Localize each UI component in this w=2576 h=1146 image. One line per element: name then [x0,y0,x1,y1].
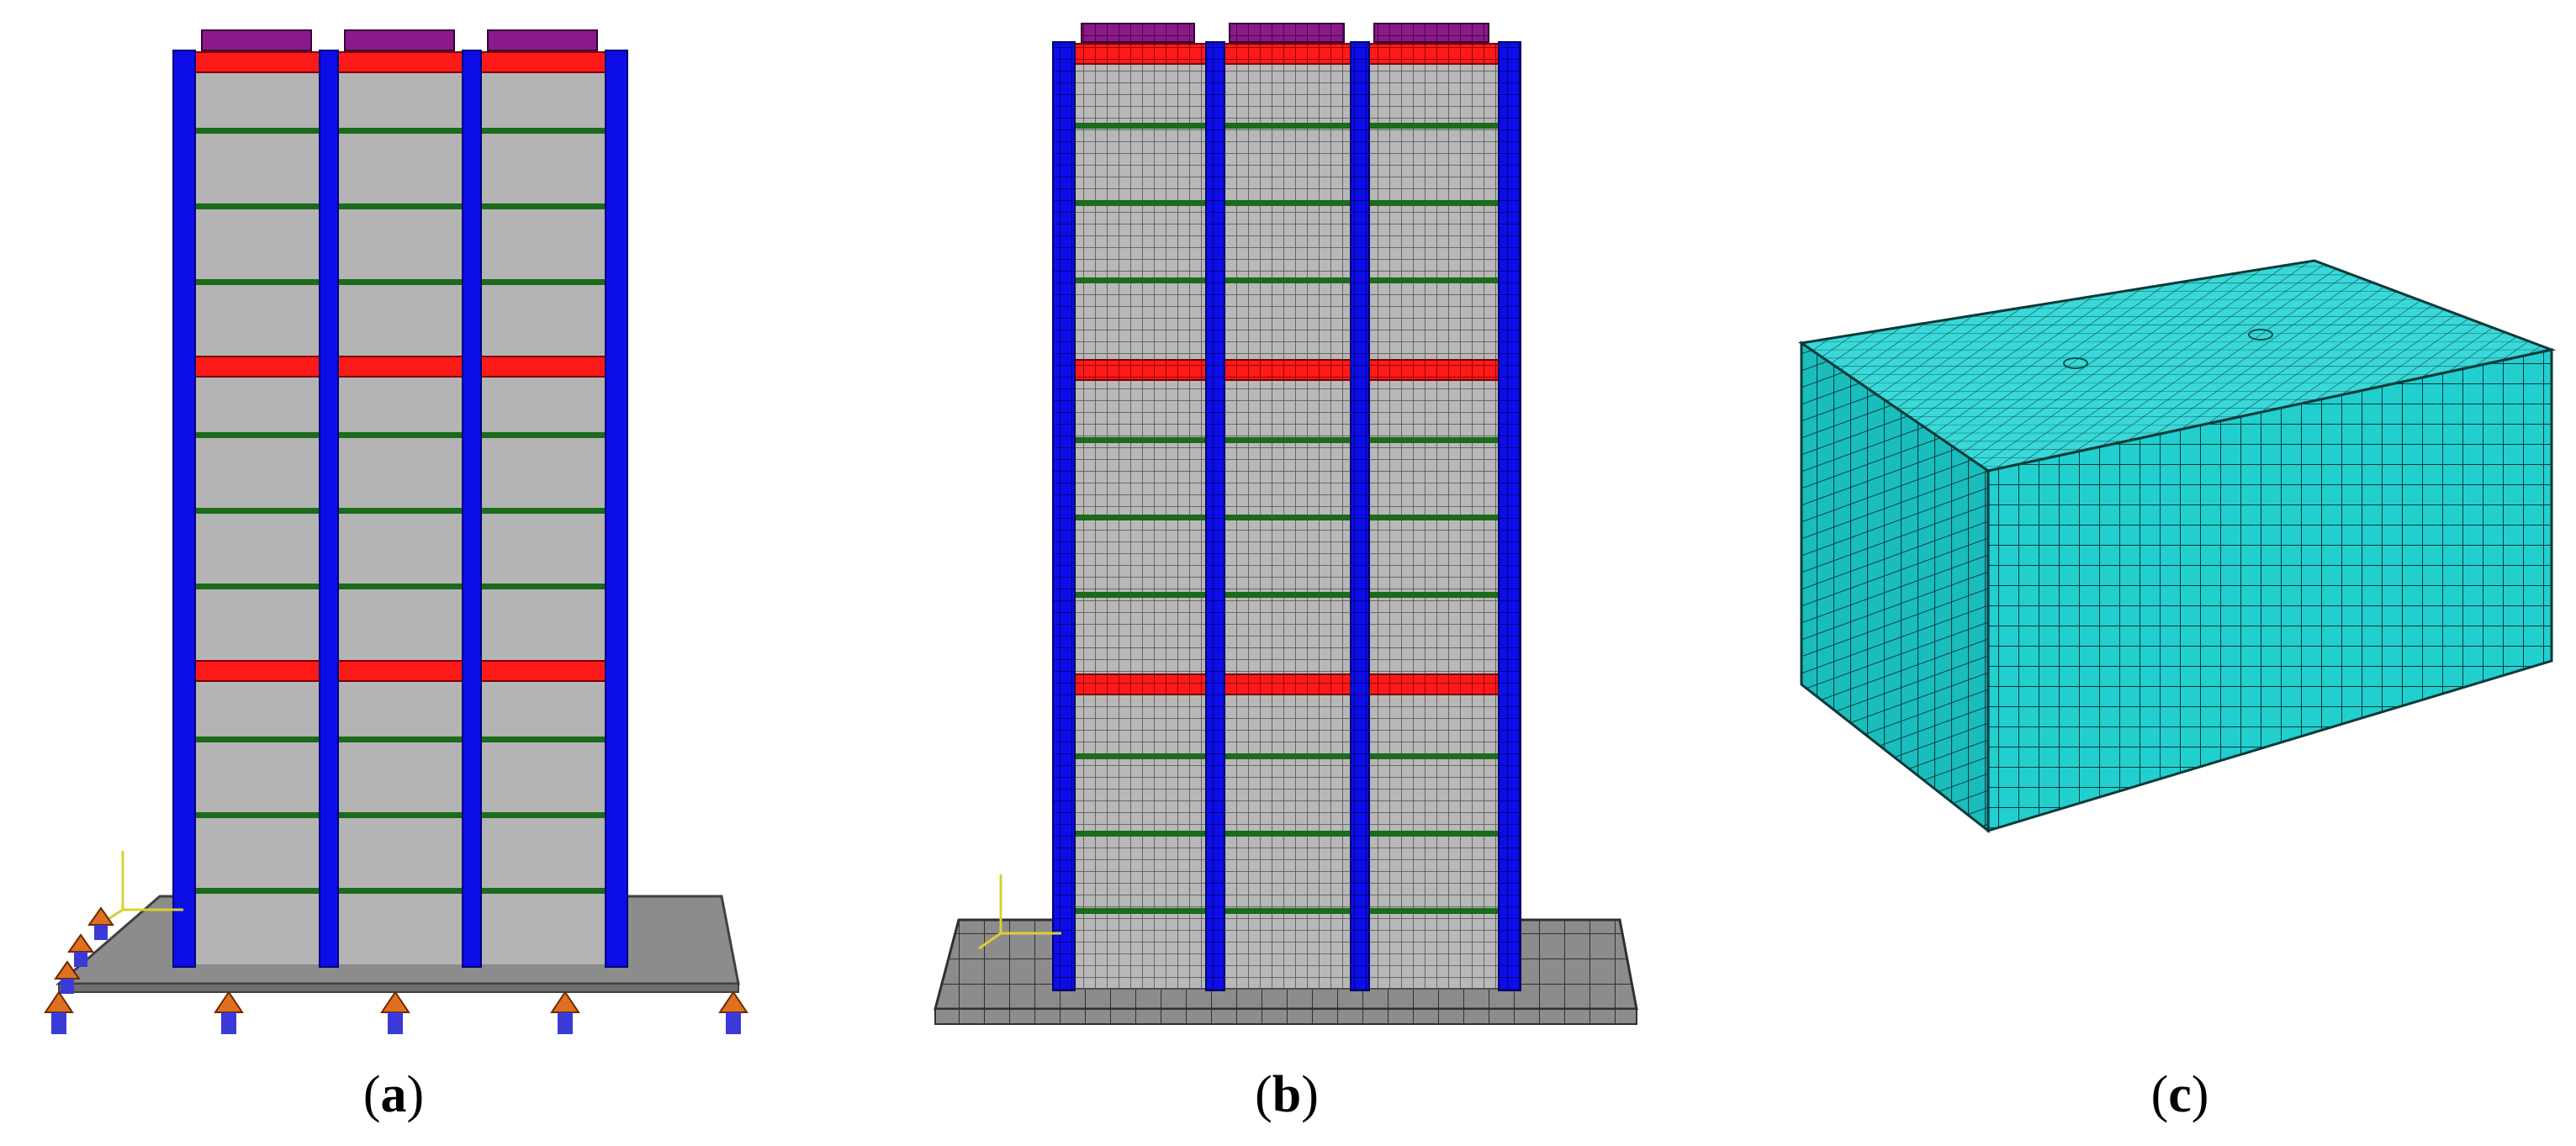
panel-b-meshed-model [934,23,1638,1025]
meshed-top-blocks [1081,23,1489,43]
panel-c-soil-block [1798,259,2557,834]
panel-label-c: (c) [2150,1066,2209,1123]
coordinate-triad-icon [978,874,1061,950]
pinned-support-icon [380,990,410,1034]
pinned-support-icon [67,933,94,967]
meshed-columns [1052,41,1521,991]
pinned-support-icon [550,990,580,1034]
base-plate-edge [58,983,739,993]
panel-label-a: (a) [362,1066,425,1123]
pinned-support-icon [44,990,74,1034]
columns [172,50,628,968]
secondary-beams [195,128,606,894]
pinned-support-icon [214,990,244,1034]
pinned-support-icon [718,990,748,1034]
meshed-main-beams [1074,43,1500,695]
soil-front-face [1986,348,2553,833]
pinned-support-icon [54,960,81,994]
panel-label-b: (b) [1255,1066,1319,1123]
top-blocks [201,29,598,51]
meshed-secondary-beams [1075,123,1499,914]
panel-a-frame-model [44,29,748,1034]
footing-marks [2063,329,2273,369]
pinned-support-icon [87,906,114,940]
meshed-base-plate-edge [934,1008,1637,1025]
supports-row [44,906,748,1034]
